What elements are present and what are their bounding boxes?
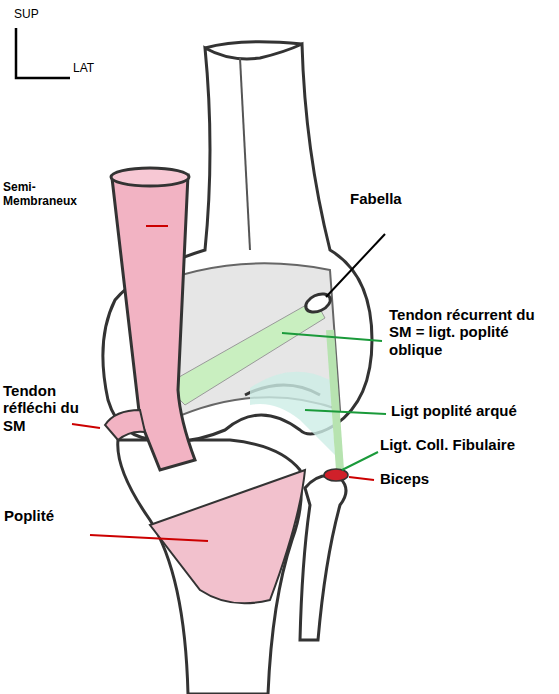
leader-line <box>72 424 100 428</box>
biceps-tendon <box>324 469 348 481</box>
leader-line <box>349 477 374 480</box>
part-name: Tendon récurrent du SM = ligt. poplité o… <box>389 306 555 358</box>
part-name: Ligt. Coll. Fibulaire <box>380 436 555 453</box>
leader-line <box>326 234 385 297</box>
popliteus <box>150 470 305 603</box>
axis-label: LAT <box>73 62 123 76</box>
axis-label: SUP <box>14 8 64 22</box>
fibular-collateral <box>330 330 340 470</box>
part-name: Poplité <box>4 507 104 524</box>
arcuate-ligament <box>250 372 335 455</box>
leader-line <box>305 410 386 414</box>
femur-ridge <box>240 58 250 250</box>
part-name: Tendon réfléchi du SM <box>3 382 85 434</box>
part-name: Fabella <box>350 190 450 207</box>
leader-line <box>146 225 168 227</box>
fibula <box>300 476 346 640</box>
axis-mark <box>16 28 70 78</box>
part-name: Biceps <box>380 470 480 487</box>
femur-top <box>205 42 302 48</box>
leader-line <box>90 535 208 541</box>
leader-line <box>282 333 382 341</box>
part-name: Semi- Membraneux <box>3 181 89 209</box>
reflected-tendon <box>105 410 145 440</box>
part-name: Ligt poplité arqué <box>391 402 555 419</box>
muscle-section <box>111 168 189 186</box>
leader-line <box>342 452 378 470</box>
